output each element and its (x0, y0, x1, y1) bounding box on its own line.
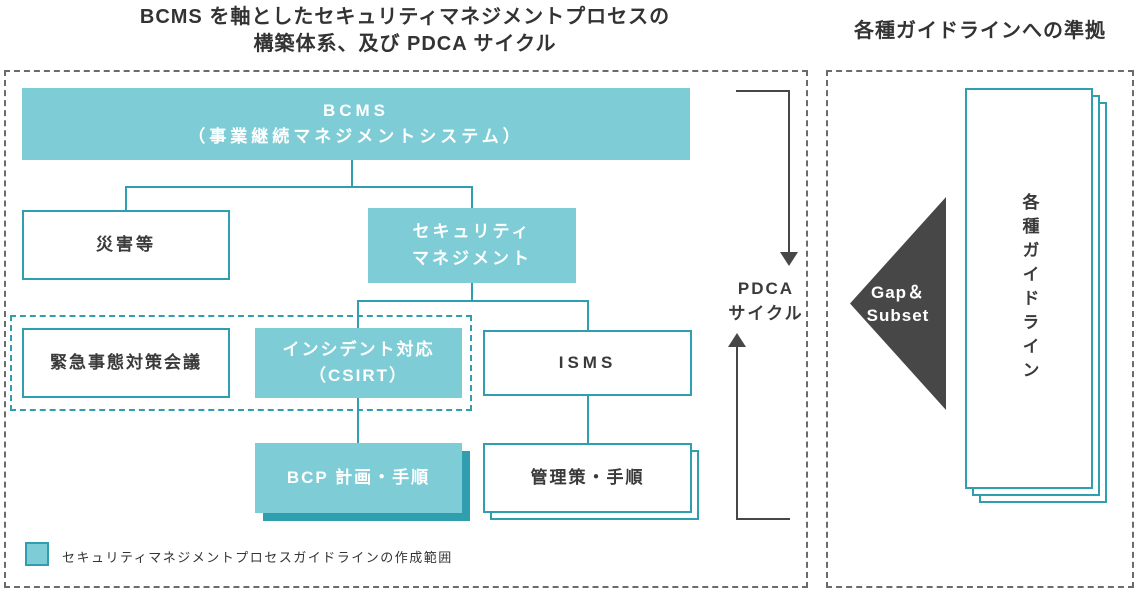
isms-box: ISMS (483, 330, 692, 396)
connector-bcms-down (351, 160, 353, 188)
guidelines-panel-border (826, 70, 1134, 588)
connector-to-security (471, 186, 473, 208)
pdca-down-arrow-icon (780, 252, 798, 266)
pdca-label: PDCA サイクル (721, 276, 811, 326)
connector-to-isms (587, 300, 589, 330)
bcms-box-line2: （事業継続マネジメントシステム） (188, 127, 524, 146)
connector-incident-to-bcp (357, 398, 359, 443)
gap-subset-line2: Subset (866, 305, 930, 325)
connector-isms-to-controls (587, 396, 589, 443)
emergency-scope-dashed-box (10, 315, 472, 411)
security-management-line2: マネジメント (412, 248, 532, 268)
controls-box: 管理策・手順 (483, 443, 692, 513)
left-title-line1: BCMS を軸としたセキュリティマネジメントプロセスの (139, 6, 671, 28)
incident-response-box: インシデント対応 （CSIRT） (255, 328, 462, 398)
connector-level1-horizontal (125, 186, 473, 188)
security-management-line1: セキュリティ (412, 222, 532, 242)
emergency-meeting-box: 緊急事態対策会議 (22, 328, 230, 398)
left-title-line2: 構築体系、及び PDCA サイクル (253, 33, 557, 55)
pdca-top-line (736, 90, 790, 92)
process-panel-border (4, 70, 808, 588)
pdca-left-line (736, 347, 738, 520)
guideline-doc-label: 各種ガイドライン (1019, 192, 1039, 385)
bcms-box-line1: BCMS (322, 100, 390, 120)
gap-subset-line1: Gap＆ (870, 282, 926, 302)
security-management-box: セキュリティ マネジメント (368, 208, 576, 283)
disaster-box: 災害等 (22, 210, 230, 280)
legend-label: セキュリティマネジメントプロセスガイドラインの作成範囲 (62, 550, 453, 565)
pdca-right-line (788, 90, 790, 253)
bcp-plan-box: BCP 計画・手順 (255, 443, 462, 513)
connector-level2-horizontal (357, 300, 589, 302)
guideline-doc-front: 各種ガイドライン (965, 88, 1093, 489)
legend-swatch (25, 542, 49, 566)
incident-response-line1: インシデント対応 (282, 339, 435, 359)
connector-to-disaster (125, 186, 127, 210)
pdca-label-line2: サイクル (728, 304, 804, 323)
connector-to-incident (357, 300, 359, 328)
connector-security-down (471, 283, 473, 302)
pdca-bottom-line (736, 518, 790, 520)
right-diagram-title: 各種ガイドラインへの準拠 (854, 20, 1106, 42)
left-diagram-title: BCMS を軸としたセキュリティマネジメントプロセスの 構築体系、及び PDCA… (90, 4, 720, 58)
incident-response-line2: （CSIRT） (309, 366, 408, 385)
pdca-label-line1: PDCA (737, 279, 795, 298)
bcms-box: BCMS （事業継続マネジメントシステム） (22, 88, 690, 160)
pdca-up-arrow-icon (728, 333, 746, 347)
